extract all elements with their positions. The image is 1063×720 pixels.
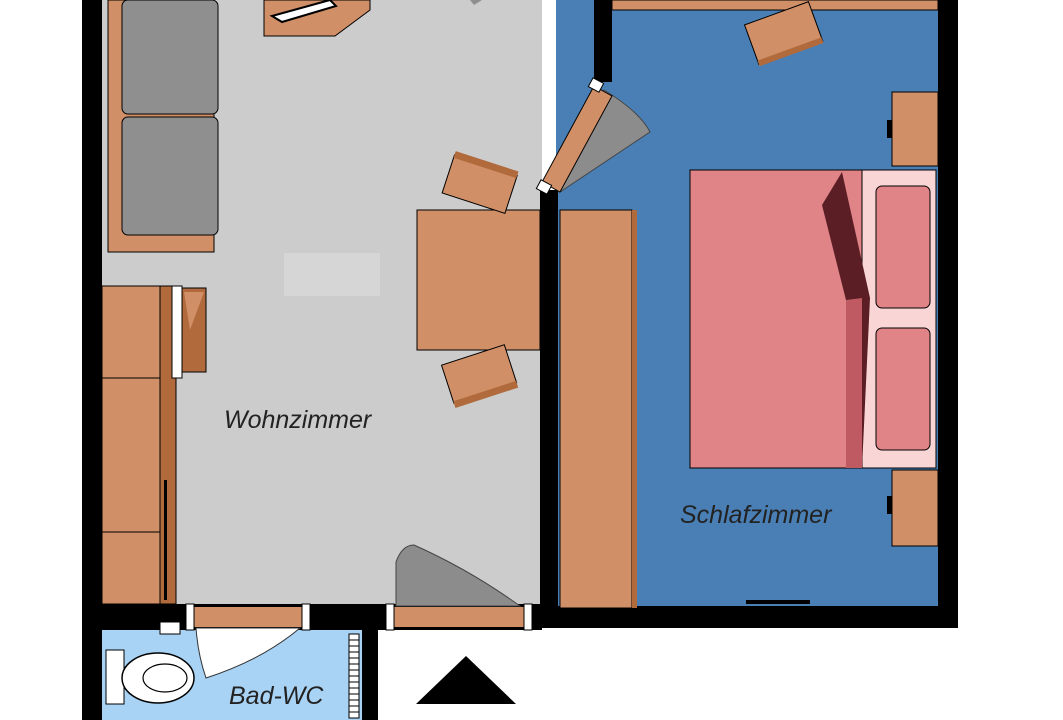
tv-stand-top [184,292,204,330]
nightstand [891,469,939,547]
outer-wall-left [82,0,102,720]
double-bed [689,169,937,469]
door-hinge [587,77,605,93]
outer-wall-right [938,0,958,628]
shelf-section [101,377,161,533]
nightstand-knob [887,496,892,514]
living-room-label: Wohnzimmer [224,406,373,434]
wall-bathroom-right [362,608,378,720]
shelf-section [101,531,161,605]
wall-bottom-bedroom [530,606,958,628]
dining-set [416,151,541,408]
entrance-door-opening [390,607,526,627]
walls [82,0,958,720]
chair-back [453,151,519,179]
door-frame [523,603,533,631]
shelf-section [101,285,161,379]
door-frame [185,603,195,631]
pillow [875,185,931,309]
bathroom-door-swing [195,627,302,679]
wardrobe [559,209,633,609]
door-frame [301,603,311,631]
wall-living-top-right [594,0,612,82]
coffee-table [263,0,371,37]
shelf-line [164,480,167,600]
chair-back [453,380,519,408]
sofa-cushion [121,116,219,236]
wall-unit [101,285,207,605]
door-frame [385,603,395,631]
wardrobe-edge [632,210,637,608]
bedroom-door-swing [558,89,651,194]
sofa-cushion [121,0,219,115]
sofa [107,0,219,253]
blanket-fold-shade [846,298,862,468]
wall-partition [540,190,558,628]
entrance-door-swing [395,544,522,607]
bathroom-fixture [159,621,181,635]
towel-radiator [348,633,360,719]
north-arrow-icon [416,656,516,704]
radiator-bars [349,639,359,713]
toilet-seat [142,663,188,693]
bedroom-label: Schlafzimmer [680,501,833,529]
nightstand-knob [887,120,892,138]
bathroom-label: Bad-WC [229,682,324,710]
rug [284,253,380,296]
radiator [746,600,810,604]
chair-back [757,37,824,67]
door-hinge [535,179,553,195]
bedroom-door-leaf [541,85,613,193]
nightstand [891,91,939,167]
tv-cabinet [171,285,183,379]
tv-screen [269,0,338,24]
toilet-icon [105,649,195,705]
bathroom-door-opening [190,607,308,627]
corner-item [470,0,482,5]
dining-table [416,209,541,351]
bedroom-top-shelf [611,0,939,11]
pillow [875,327,931,451]
